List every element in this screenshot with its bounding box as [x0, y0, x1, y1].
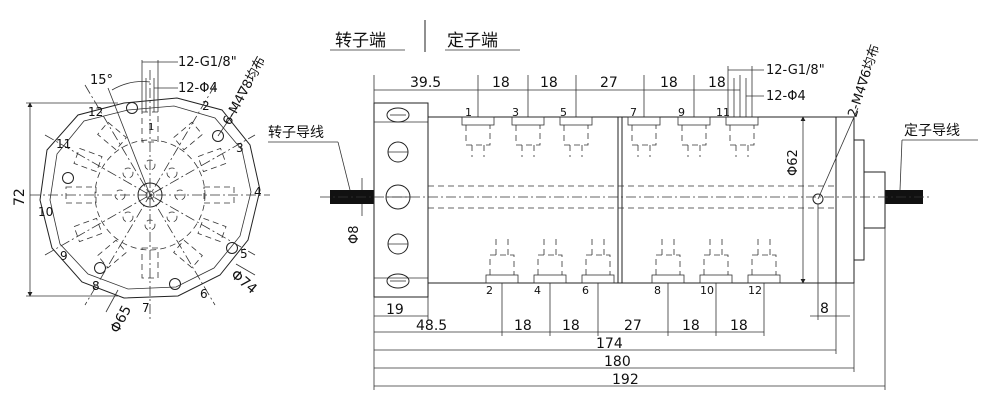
side-port-11: 11	[716, 106, 730, 119]
mount-hole-2	[212, 130, 224, 142]
side-view: 1 3 5 7 9 11 2 4 6 8 10 12 2-M4∇6均布 Φ62 …	[268, 43, 978, 390]
left-port-thread-label: 12-G1/8"	[178, 55, 237, 70]
dia-bolt-leader	[105, 289, 119, 313]
mount-hole-4	[169, 278, 181, 290]
main-body	[427, 116, 837, 284]
port-number-9: 9	[60, 249, 68, 263]
side-port-2: 2	[486, 284, 493, 297]
body-dia-label: Φ62	[786, 149, 801, 176]
small-holes	[114, 159, 186, 231]
end-collar	[853, 139, 865, 261]
center-bore-inner	[145, 190, 155, 200]
bolt-circle-dashed	[94, 139, 206, 251]
inner-outline	[49, 105, 252, 290]
center-bore	[137, 182, 163, 208]
port-number-11: 11	[56, 137, 71, 151]
port-number-7: 7	[142, 301, 150, 315]
rotor-flange	[373, 102, 429, 298]
end-boss	[863, 171, 886, 229]
side-port-6: 6	[582, 284, 589, 297]
stator-hole-leader	[817, 107, 859, 200]
top-dim-1: 39.5	[410, 75, 441, 91]
mount-hole-1	[126, 102, 138, 114]
side-port-5: 5	[560, 106, 567, 119]
port-number-12: 12	[88, 105, 103, 119]
side-holes-label: 2-M4∇6均布	[846, 43, 884, 119]
mount-hole-3	[226, 242, 238, 254]
end-cap	[835, 116, 855, 284]
length-180-label: 180	[604, 354, 631, 370]
port-number-8: 8	[92, 279, 100, 293]
side-port-12: 12	[748, 284, 762, 297]
side-port-dia-label: 12-Φ4	[766, 89, 806, 104]
top-dim-2: 18	[492, 75, 510, 91]
length-192-label: 192	[612, 372, 639, 388]
port-number-4: 4	[254, 185, 262, 199]
mount-hole-6	[62, 172, 74, 184]
rotor-end-label: 转子端	[335, 31, 386, 51]
dia-outer-leader	[235, 263, 256, 276]
angle-label: 15°	[90, 73, 113, 88]
port-number-2: 2	[202, 99, 210, 113]
port-number-10: 10	[38, 205, 53, 219]
bottom-dim-3: 18	[562, 318, 580, 334]
port-number-6: 6	[200, 287, 208, 301]
diagonal-centerline-d	[44, 134, 256, 256]
shaft-dia-label: Φ8	[347, 225, 362, 244]
side-port-9: 9	[678, 106, 685, 119]
flange-width-label: 19	[386, 302, 404, 318]
side-port-3: 3	[512, 106, 519, 119]
rotor-lead-leader	[337, 141, 351, 191]
left-dia-bolt-label: Φ65	[107, 303, 135, 336]
top-dim-4: 27	[600, 75, 618, 91]
side-port-4: 4	[534, 284, 541, 297]
left-port-dia-label: 12-Φ4	[178, 81, 218, 96]
side-port-thread-label: 12-G1/8"	[766, 63, 825, 78]
port-number-3: 3	[236, 141, 244, 155]
left-dia-outer-label: Φ74	[227, 267, 259, 298]
bottom-port-stubs	[485, 239, 781, 284]
side-port-8: 8	[654, 284, 661, 297]
bottom-dim-5: 18	[682, 318, 700, 334]
holes-leader	[217, 105, 239, 137]
bottom-dim-1: 48.5	[416, 318, 447, 334]
port-number-1: 1	[148, 122, 154, 133]
bottom-dim-6: 18	[730, 318, 748, 334]
diagonal-centerline-c	[44, 134, 256, 256]
flange-holes	[385, 107, 411, 289]
angle-arc	[111, 81, 151, 91]
angle-ray	[107, 87, 151, 196]
top-port-stubs	[461, 116, 759, 157]
length-174-label: 174	[596, 336, 623, 352]
top-dim-3: 18	[540, 75, 558, 91]
left-end-view: 12 2 11 3 10 4 9 5 8 6 7 1 12-G1/8" 12-Φ…	[12, 54, 270, 336]
top-dim-6: 18	[708, 75, 726, 91]
side-port-7: 7	[630, 106, 637, 119]
side-port-10: 10	[700, 284, 714, 297]
stator-end-label: 定子端	[447, 31, 498, 51]
mount-hole-5	[94, 262, 106, 274]
height-label: 72	[12, 188, 28, 206]
end-width-label: 8	[820, 301, 829, 317]
bottom-dim-2: 18	[514, 318, 532, 334]
rotor-lead-label: 转子导线	[268, 125, 324, 141]
dodecagon-outline	[39, 97, 261, 299]
top-dim-chain	[373, 75, 741, 117]
stator-lead-leader	[899, 139, 903, 191]
bottom-dim-chain	[373, 204, 886, 390]
port-number-5: 5	[240, 247, 248, 261]
top-dim-5: 18	[660, 75, 678, 91]
bottom-dim-4: 27	[624, 318, 642, 334]
stator-lead-label: 定子导线	[904, 123, 960, 139]
radial-passages	[65, 111, 235, 279]
side-port-1: 1	[465, 106, 472, 119]
